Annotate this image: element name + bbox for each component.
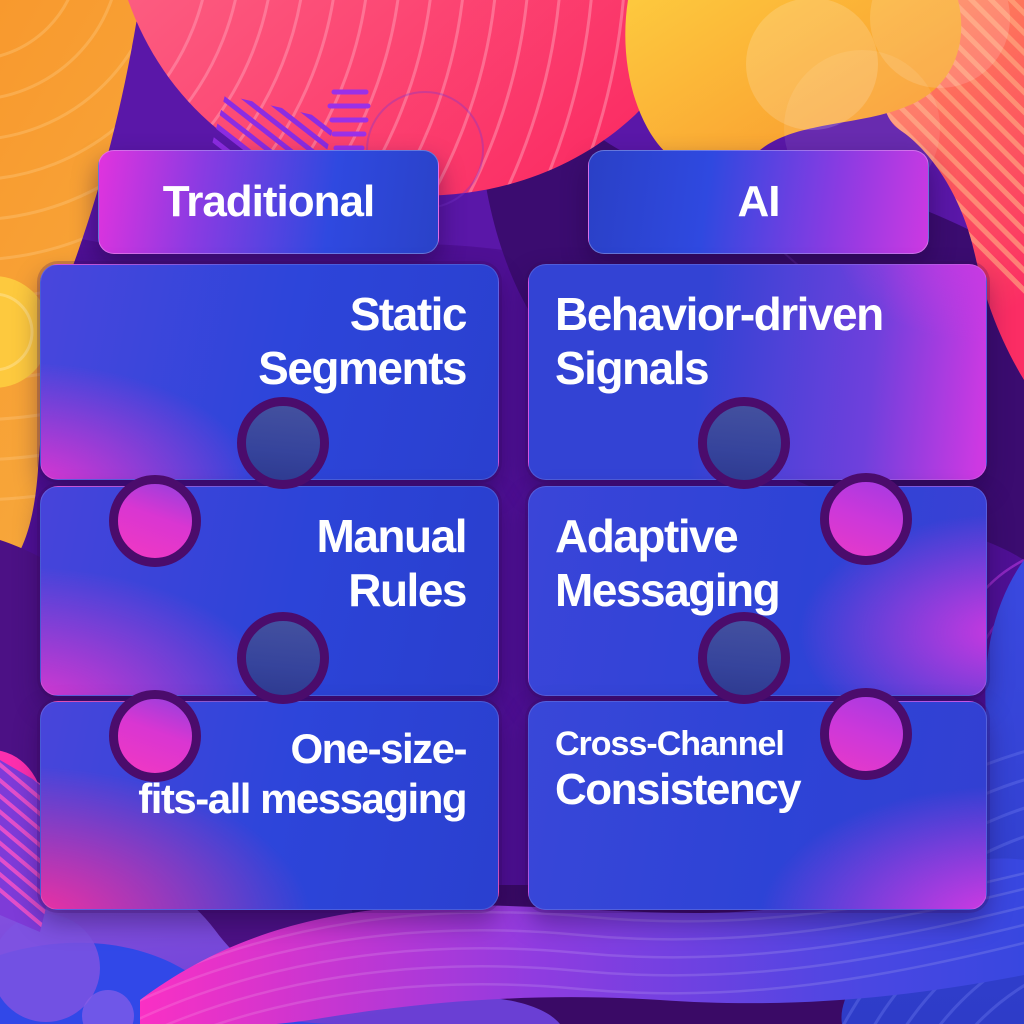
header-traditional-label: Traditional [162, 177, 375, 226]
piece-label: Cross-Channel Consistency [555, 725, 802, 815]
puzzle-knob-icon [109, 475, 201, 567]
puzzle-knob-icon [109, 690, 201, 782]
puzzle-knob-icon [698, 612, 790, 704]
puzzle-knob-icon [820, 473, 912, 565]
column-header-traditional: Traditional [98, 150, 439, 254]
piece-label: One-size- fits-all messaging [138, 725, 467, 822]
puzzle-knob-icon [820, 688, 912, 780]
puzzle-knob-icon [237, 397, 329, 489]
piece-label: Adaptive Messaging [555, 510, 781, 617]
puzzle-piece-cross-channel-consistency: Cross-Channel Consistency [528, 701, 987, 910]
header-ai-label: AI [737, 177, 781, 226]
puzzle-knob-icon [237, 612, 329, 704]
piece-label: Static Segments [258, 288, 467, 395]
puzzle-piece-manual-rules: Manual Rules [40, 486, 499, 696]
column-header-ai: AI [588, 150, 929, 254]
piece-label: Manual Rules [316, 510, 468, 617]
puzzle-knob-icon [698, 397, 790, 489]
piece-label: Behavior-driven Signals [555, 288, 884, 395]
